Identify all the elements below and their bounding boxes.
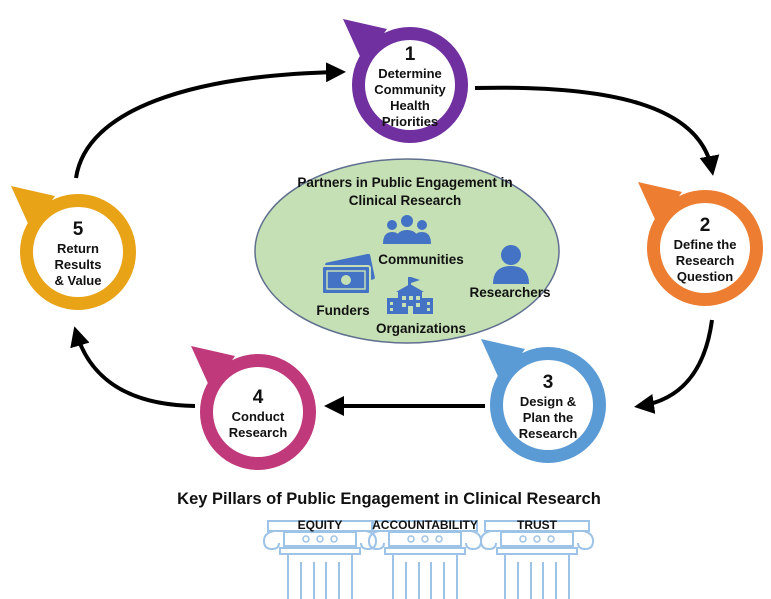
pillar-label: ACCOUNTABILITY: [372, 518, 478, 532]
pillars-title: Key Pillars of Public Engagement in Clin…: [177, 490, 601, 508]
step-2-arrowhead: [638, 182, 682, 226]
partner-researchers-label: Researchers: [469, 285, 550, 300]
building-icon: [387, 277, 433, 314]
step-4-label-line: Conduct: [232, 409, 285, 424]
communities-icon: [383, 215, 431, 244]
step-1-arrowhead: [343, 19, 387, 63]
step-1-label-line: Community: [374, 82, 446, 97]
partner-communities-label: Communities: [378, 252, 464, 267]
step-3-label-line: Plan the: [523, 410, 574, 425]
step-5-label-line: & Value: [55, 273, 102, 288]
arrow-2-to-3: [634, 319, 714, 414]
step-5-number: 5: [73, 219, 84, 240]
step-3-label-line: Design &: [520, 394, 576, 409]
money-icon: [321, 253, 375, 295]
arrow-5-to-1: [74, 62, 346, 179]
step-1-number: 1: [405, 44, 416, 65]
partners-ellipse: [254, 158, 560, 344]
pillar-trust: TRUST: [479, 518, 595, 599]
pillars-layer: EQUITY ACCOUNTABILITY TRUST: [262, 518, 595, 599]
step-4-label-line: Research: [229, 425, 288, 440]
partners-ellipse-group: Partners in Public Engagement in Clinica…: [254, 158, 560, 344]
step-5-arrowhead: [11, 186, 55, 230]
step-2-ring: [647, 190, 763, 306]
pillar-label: EQUITY: [298, 518, 343, 532]
pillar-label: TRUST: [517, 518, 558, 532]
partners-title-line-2: Clinical Research: [349, 193, 462, 208]
step-1-label-line: Health: [390, 98, 430, 113]
step-2-label-line: Define the: [674, 237, 737, 252]
step-5-ring: [20, 194, 136, 310]
cycle-arrows: [70, 62, 720, 416]
partner-funders-label: Funders: [316, 303, 369, 318]
step-4-ring: [200, 354, 316, 470]
step-4-arrowhead: [191, 346, 235, 390]
pillar-accountability: ACCOUNTABILITY: [367, 518, 483, 599]
step-2-label-line: Question: [677, 269, 733, 284]
pillar-equity: EQUITY: [262, 518, 378, 599]
researcher-icon: [493, 245, 529, 284]
arrow-4-to-5: [70, 326, 196, 408]
step-3-number: 3: [543, 372, 554, 393]
partners-title-line-1: Partners in Public Engagement in: [297, 175, 512, 190]
step-2-number: 2: [700, 215, 711, 236]
step-2-label-line: Research: [676, 253, 735, 268]
step-1-label-line: Determine: [378, 66, 442, 81]
step-3-ring: [490, 347, 606, 463]
partner-organizations-label: Organizations: [376, 321, 466, 336]
step-1-ring: [352, 27, 468, 143]
step-5-label-line: Return: [57, 241, 99, 256]
step-3-arrowhead: [481, 339, 525, 383]
arrow-1-to-2: [474, 85, 720, 176]
step-3-label-line: Research: [519, 426, 578, 441]
step-5-label-line: Results: [55, 257, 102, 272]
step-1-label-line: Priorities: [382, 114, 438, 129]
step-4-number: 4: [253, 387, 264, 408]
